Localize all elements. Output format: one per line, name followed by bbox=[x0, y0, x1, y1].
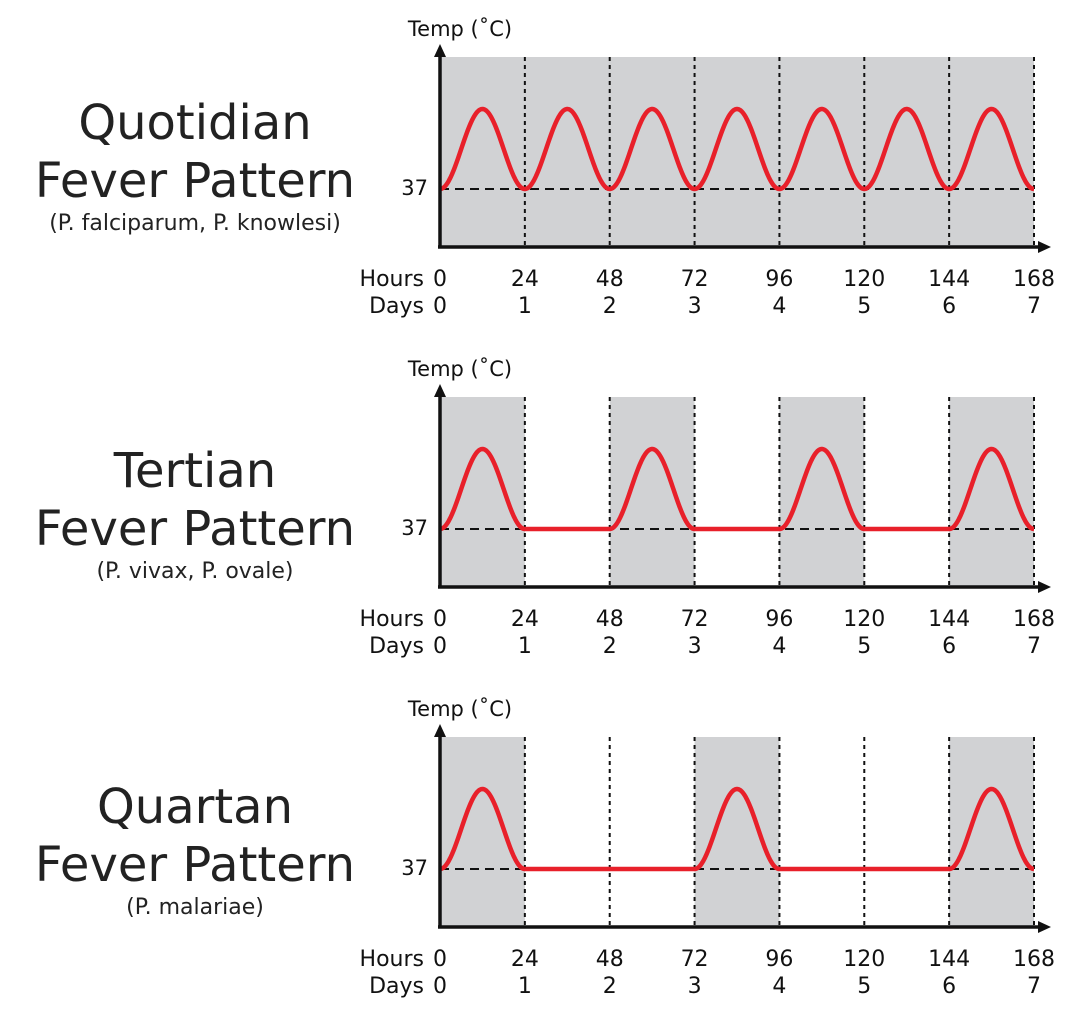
x-tick-label: 48 bbox=[596, 947, 624, 972]
x-tick-label: 4 bbox=[772, 974, 786, 999]
x-tick-label: 96 bbox=[765, 267, 793, 292]
x-tick-label: 1 bbox=[518, 974, 532, 999]
x-tick-label: 24 bbox=[511, 267, 539, 292]
x-tick-label: 7 bbox=[1027, 634, 1041, 659]
x-tick-label: 120 bbox=[843, 267, 885, 292]
x-tick-label: 168 bbox=[1013, 267, 1055, 292]
x-axis-row-label: Days bbox=[369, 634, 424, 659]
x-tick-label: 168 bbox=[1013, 947, 1055, 972]
x-tick-label: 2 bbox=[603, 294, 617, 319]
x-tick-label: 0 bbox=[433, 607, 447, 632]
chart-panel-tertian: Tertian Fever Pattern (P. vivax, P. oval… bbox=[0, 340, 1079, 680]
x-tick-label: 6 bbox=[942, 294, 956, 319]
x-axis-arrowhead bbox=[1038, 581, 1051, 593]
temperature-curve bbox=[438, 786, 1036, 872]
x-tick-label: 4 bbox=[772, 294, 786, 319]
shaded-interval bbox=[440, 737, 525, 927]
chart-panel-quotidian: Quotidian Fever Pattern (P. falciparum, … bbox=[0, 0, 1079, 340]
y-axis-arrowhead bbox=[434, 384, 446, 397]
x-axis-row-label: Hours bbox=[360, 947, 424, 972]
shaded-interval bbox=[694, 737, 780, 927]
x-tick-label: 168 bbox=[1013, 607, 1055, 632]
x-tick-label: 5 bbox=[857, 634, 871, 659]
shaded-interval bbox=[440, 57, 1034, 247]
x-tick-label: 24 bbox=[511, 607, 539, 632]
y-tick-label-37: 37 bbox=[401, 856, 428, 880]
y-axis-arrowhead bbox=[434, 44, 446, 57]
x-axis-row-label: Days bbox=[369, 294, 424, 319]
y-axis-label: Temp (˚C) bbox=[407, 357, 512, 381]
x-tick-label: 4 bbox=[772, 634, 786, 659]
y-tick-label-37: 37 bbox=[401, 176, 428, 200]
x-tick-label: 72 bbox=[681, 947, 709, 972]
x-tick-label: 1 bbox=[518, 634, 532, 659]
x-tick-label: 144 bbox=[928, 267, 970, 292]
chart-title-line-2: Fever Pattern bbox=[34, 837, 356, 893]
x-tick-label: 2 bbox=[603, 974, 617, 999]
x-tick-label: 0 bbox=[433, 634, 447, 659]
y-tick-label-37: 37 bbox=[401, 516, 428, 540]
chart-title-block: Quartan Fever Pattern (P. malariae) bbox=[0, 778, 390, 922]
chart-title-line-2: Fever Pattern bbox=[34, 501, 356, 557]
chart-panel-quartan: Quartan Fever Pattern (P. malariae) Temp… bbox=[0, 680, 1079, 1020]
x-tick-label: 0 bbox=[433, 294, 447, 319]
y-axis-label: Temp (˚C) bbox=[407, 697, 512, 721]
x-axis-row-label: Hours bbox=[360, 607, 424, 632]
x-tick-label: 144 bbox=[928, 607, 970, 632]
x-tick-label: 96 bbox=[765, 947, 793, 972]
x-tick-label: 6 bbox=[942, 974, 956, 999]
x-tick-label: 0 bbox=[433, 974, 447, 999]
x-axis-arrowhead bbox=[1038, 921, 1051, 933]
x-tick-label: 0 bbox=[433, 267, 447, 292]
x-tick-label: 72 bbox=[681, 607, 709, 632]
x-tick-label: 5 bbox=[857, 294, 871, 319]
shaded-interval bbox=[609, 397, 695, 587]
chart-title-line-1: Tertian bbox=[113, 443, 277, 499]
chart-species-label: (P. malariae) bbox=[126, 895, 264, 920]
y-axis-arrowhead bbox=[434, 724, 446, 737]
x-tick-label: 120 bbox=[843, 947, 885, 972]
x-tick-label: 24 bbox=[511, 947, 539, 972]
y-axis-label: Temp (˚C) bbox=[407, 17, 512, 41]
chart-title-line-1: Quotidian bbox=[78, 95, 312, 151]
x-tick-label: 144 bbox=[928, 947, 970, 972]
chart-title-line-1: Quartan bbox=[96, 779, 293, 835]
chart-title-block: Quotidian Fever Pattern (P. falciparum, … bbox=[0, 94, 390, 238]
x-tick-label: 1 bbox=[518, 294, 532, 319]
x-tick-label: 6 bbox=[942, 634, 956, 659]
x-tick-label: 7 bbox=[1027, 294, 1041, 319]
chart-title-block: Tertian Fever Pattern (P. vivax, P. oval… bbox=[0, 442, 390, 586]
x-tick-label: 5 bbox=[857, 974, 871, 999]
chart-title-line-2: Fever Pattern bbox=[34, 153, 356, 209]
x-axis-arrowhead bbox=[1038, 241, 1051, 253]
chart-species-label: (P. vivax, P. ovale) bbox=[96, 559, 294, 584]
chart-species-label: (P. falciparum, P. knowlesi) bbox=[49, 211, 341, 236]
x-axis-row-label: Days bbox=[369, 974, 424, 999]
x-tick-label: 48 bbox=[596, 607, 624, 632]
shaded-interval bbox=[440, 397, 525, 587]
x-tick-label: 3 bbox=[688, 974, 702, 999]
x-tick-label: 7 bbox=[1027, 974, 1041, 999]
x-tick-label: 120 bbox=[843, 607, 885, 632]
shaded-interval bbox=[949, 397, 1034, 587]
shaded-interval bbox=[949, 737, 1034, 927]
x-tick-label: 0 bbox=[433, 947, 447, 972]
x-axis-row-label: Hours bbox=[360, 267, 424, 292]
temperature-curve bbox=[438, 106, 1036, 192]
shaded-interval bbox=[779, 397, 865, 587]
temperature-curve bbox=[438, 446, 1036, 532]
x-tick-label: 2 bbox=[603, 634, 617, 659]
x-tick-label: 3 bbox=[688, 634, 702, 659]
x-tick-label: 48 bbox=[596, 267, 624, 292]
x-tick-label: 3 bbox=[688, 294, 702, 319]
x-tick-label: 96 bbox=[765, 607, 793, 632]
x-tick-label: 72 bbox=[681, 267, 709, 292]
